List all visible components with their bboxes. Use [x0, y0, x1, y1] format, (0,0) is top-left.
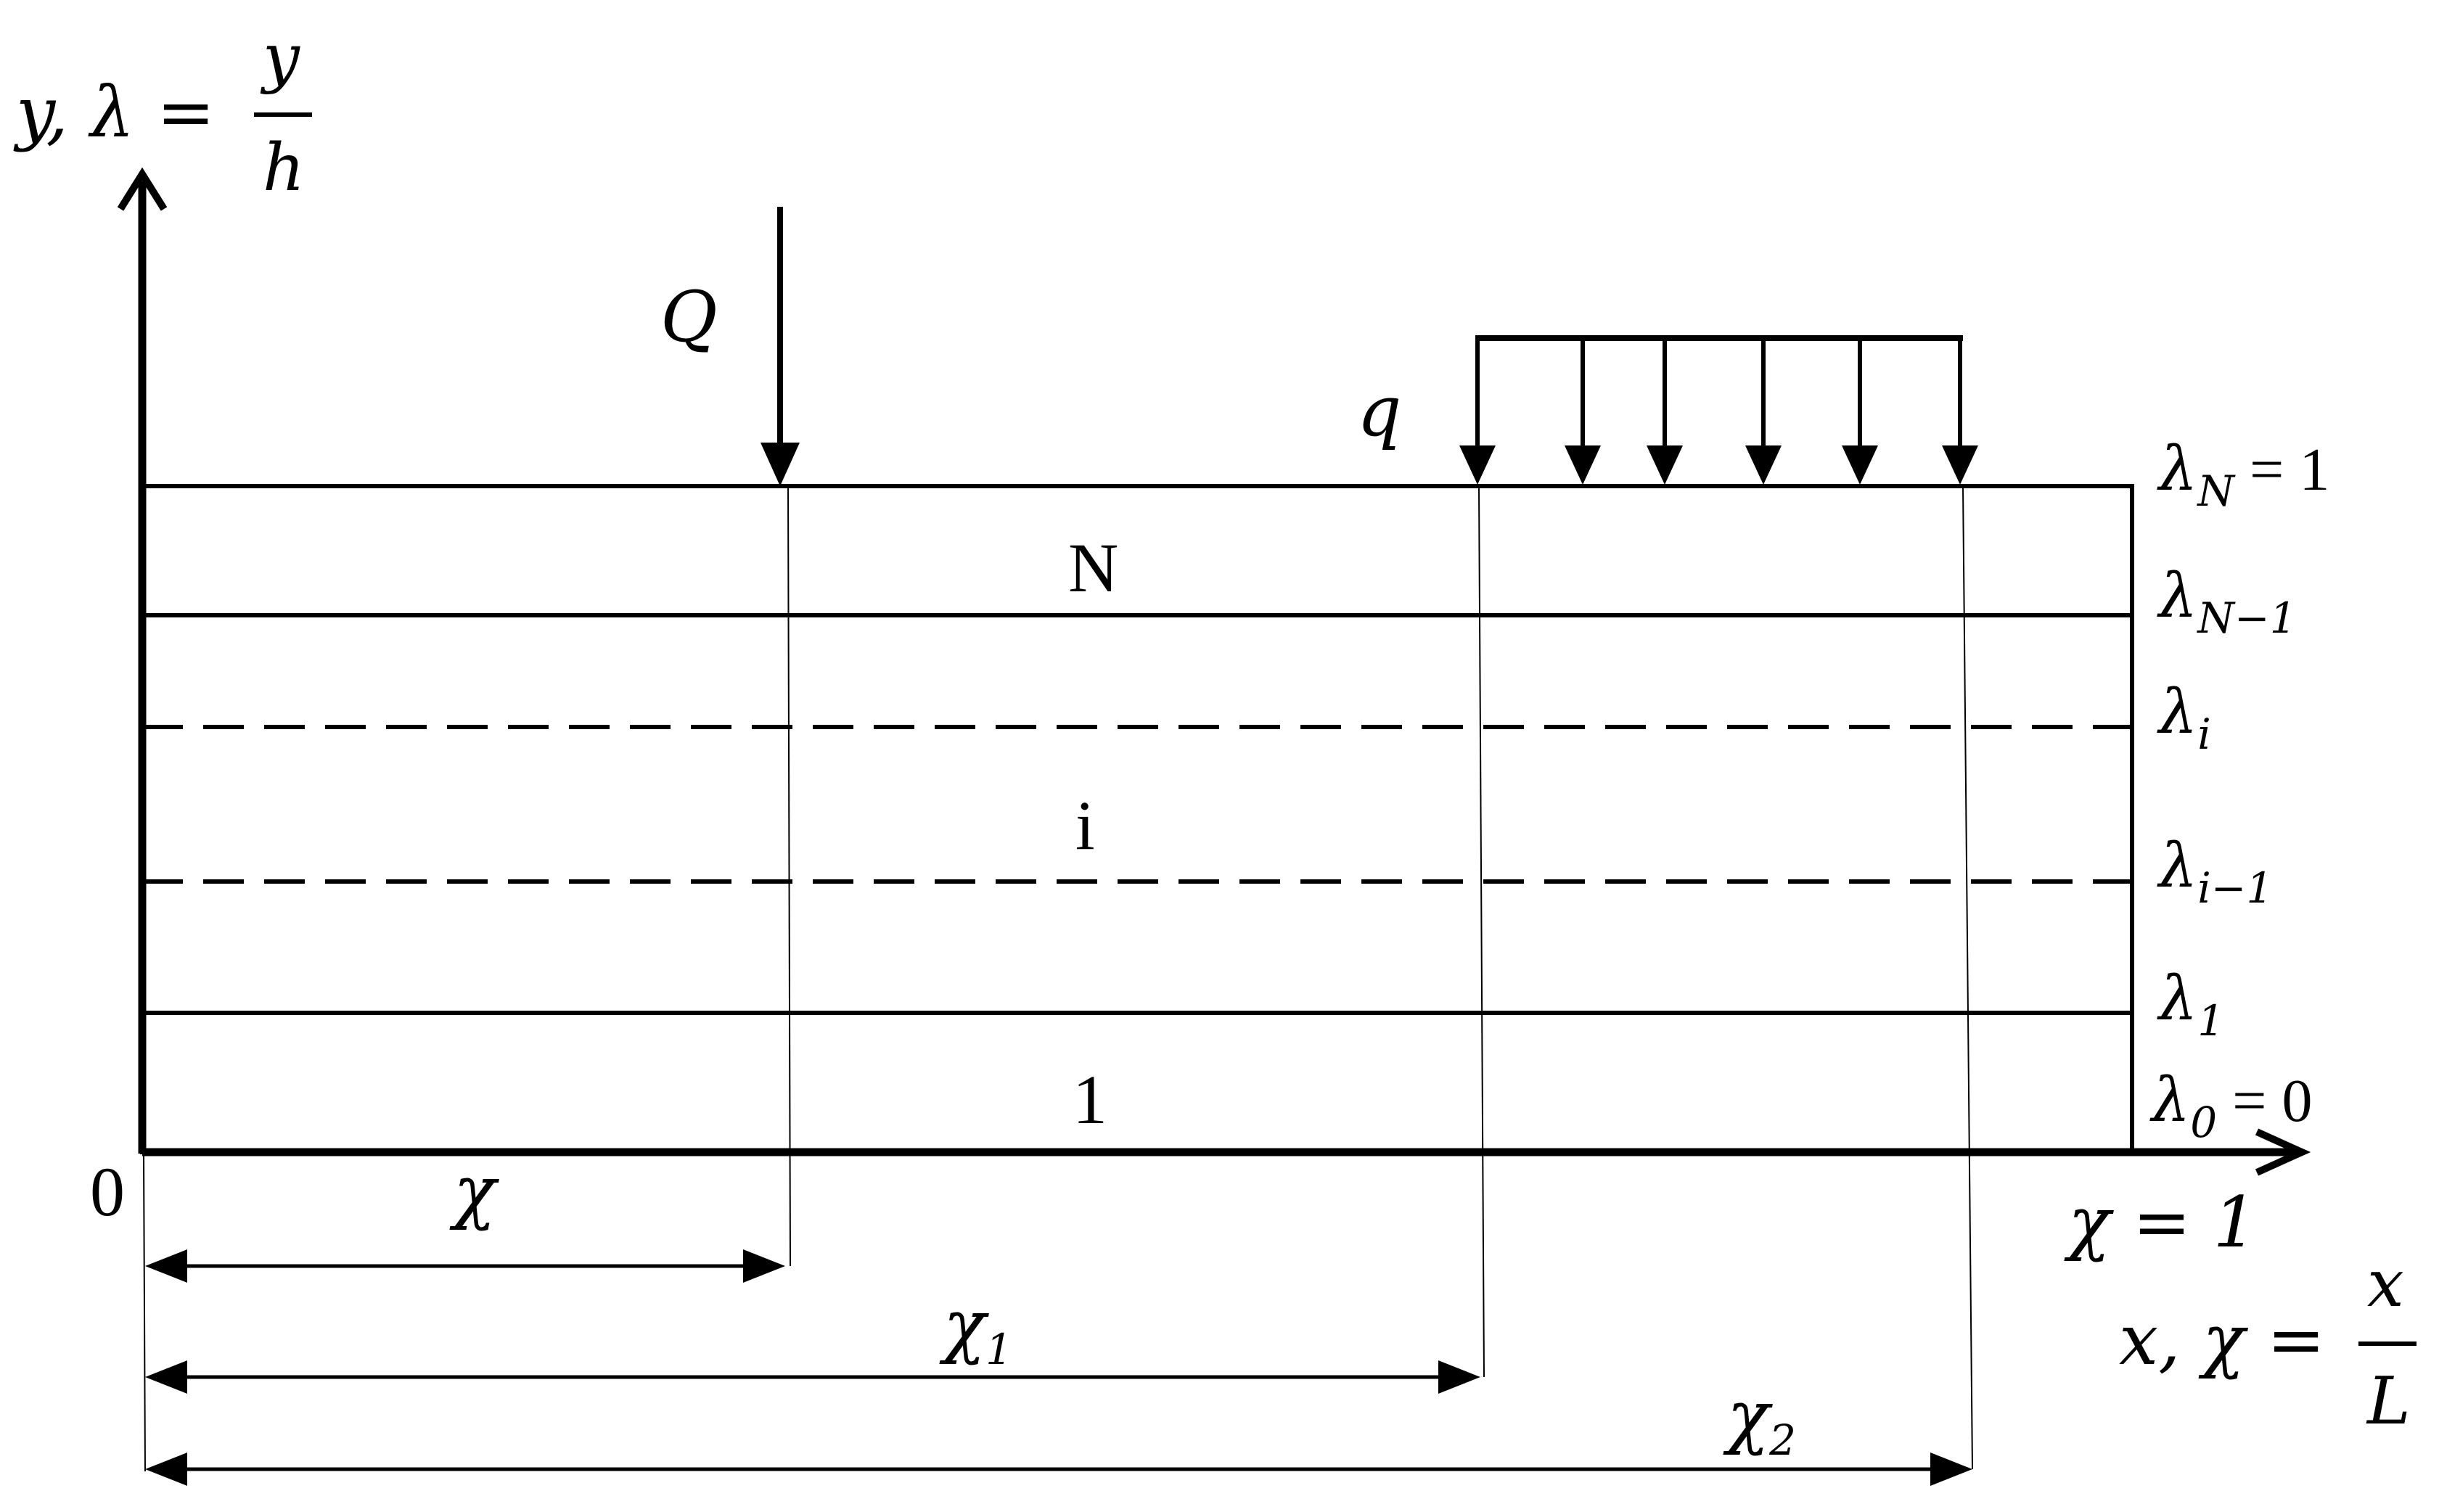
point-load-label: Q [660, 276, 718, 358]
dimension-label-chi-2: χ2 [1723, 1376, 1796, 1465]
distributed-load [1459, 335, 1978, 485]
extension-line-chi-2 [1962, 485, 1973, 1470]
layer-label-top: N [1068, 529, 1118, 607]
x-axis-frac-denominator: L [2366, 1363, 2411, 1439]
dimension-chi-1 [145, 1360, 1480, 1394]
extension-line-origin [143, 1153, 146, 1472]
extension-line-chi-1 [1478, 485, 1485, 1378]
distributed-load-label: q [1357, 371, 1401, 452]
y-axis-label: y, λ = y h [13, 20, 312, 206]
x-axis-frac-numerator: x [2367, 1246, 2404, 1322]
y-axis-frac-numerator: y [260, 20, 300, 96]
x-end-label: χ = 1 [2064, 1182, 2258, 1263]
layer-label-bottom: 1 [1073, 1061, 1107, 1138]
x-axis-label: x, χ = x L [2119, 1246, 2417, 1439]
dimension-chi-2 [145, 1453, 1972, 1486]
dimension-label-chi: χ [449, 1151, 499, 1232]
dimension-label-chi-1: χ1 [939, 1285, 1012, 1374]
distributed-load-arrows [1459, 338, 1978, 485]
interface-label-lambda-1: λ1 [2157, 963, 2224, 1045]
x-axis-label-text: x, χ = [2119, 1299, 2325, 1381]
interface-label-lambda-n-1: λN−1 [2157, 560, 2297, 643]
plate-outline [140, 484, 2134, 1154]
interface-label-lambda-n: λN = 1 [2157, 433, 2329, 516]
interface-label-lambda-i-1: λi−1 [2157, 830, 2273, 913]
y-axis-label-text: y, λ = [13, 72, 215, 153]
extension-line-chi [787, 485, 791, 1267]
origin-label: 0 [90, 1153, 125, 1230]
dimension-chi [145, 1249, 785, 1283]
point-load-arrow [761, 207, 800, 486]
y-axis-frac-denominator: h [263, 130, 305, 206]
interface-label-lambda-i: λi [2157, 676, 2211, 759]
layer-label-middle: i [1075, 786, 1095, 864]
interface-label-lambda-0: λ0 = 0 [2149, 1064, 2313, 1147]
